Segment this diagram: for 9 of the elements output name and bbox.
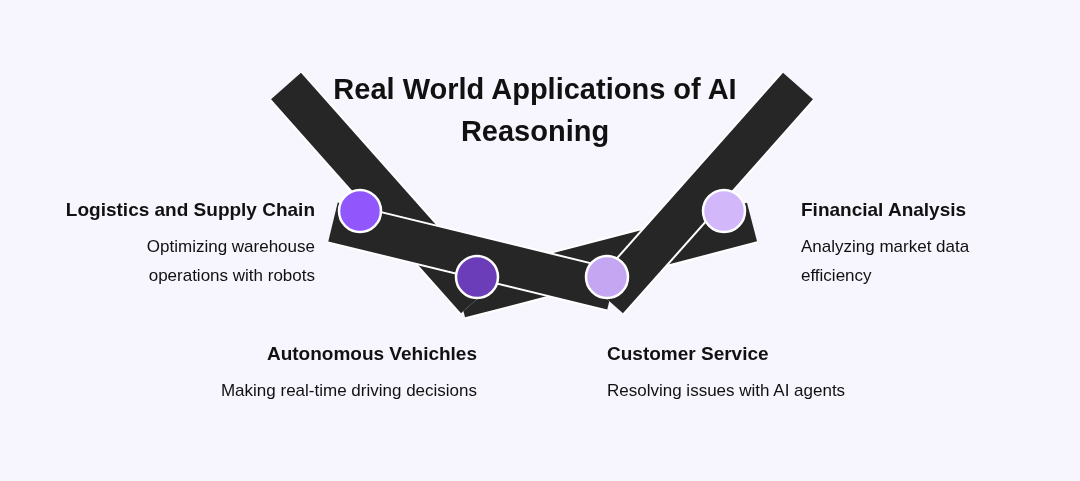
item-heading: Customer Service: [607, 342, 770, 366]
item-heading: Financial Analysis: [801, 198, 968, 222]
item-heading: Autonomous Vehichles: [265, 342, 477, 366]
item-heading: Logistics and Supply Chain: [64, 198, 315, 222]
diagram-title: Real World Applications of AI Reasoning: [332, 72, 738, 149]
item-description: Resolving issues with AI agents: [607, 380, 847, 402]
item-description: Analyzing market data efficiency: [801, 236, 971, 287]
item-description: Optimizing warehouse operations with robots: [145, 236, 315, 287]
item-description: Making real-time driving decisions: [219, 380, 477, 402]
